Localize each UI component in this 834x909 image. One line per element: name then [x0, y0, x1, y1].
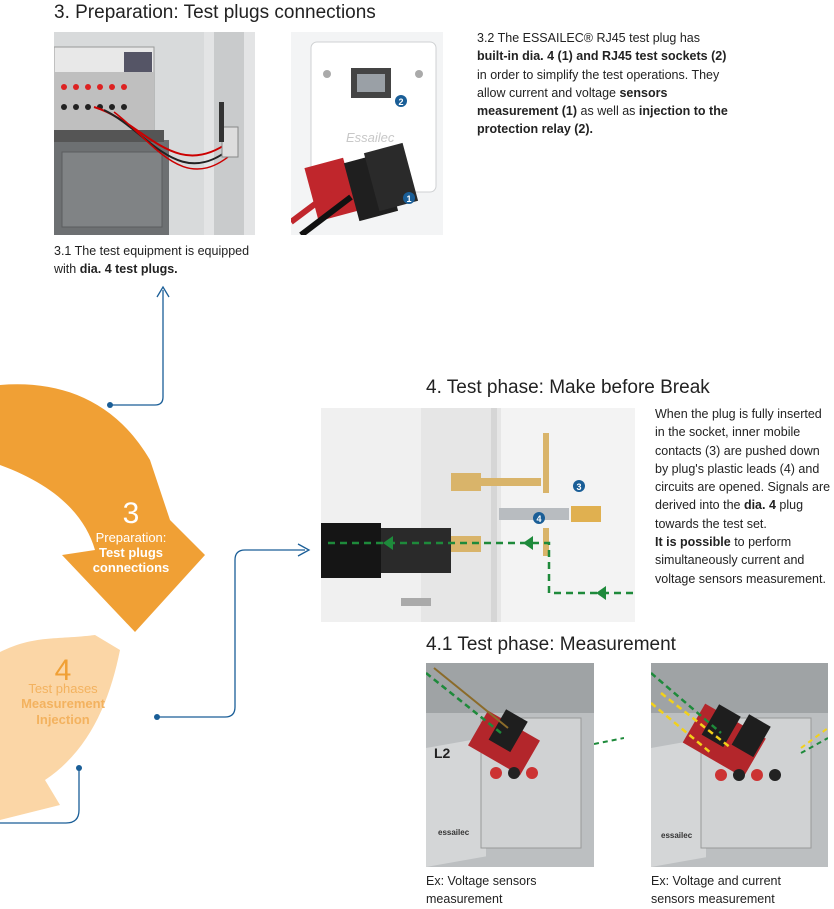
connector-step3 — [110, 290, 164, 406]
marker-2: 2 — [398, 97, 403, 107]
section-4-title: 4. Test phase: Make before Break — [426, 377, 710, 398]
step4-line3: Injection — [36, 712, 90, 727]
label-l2-left: L2 — [434, 745, 451, 761]
caption-left: Ex: Voltage sensors measurement — [426, 872, 536, 908]
rj45-test-plug-photo: Essailec 2 1 — [291, 32, 443, 235]
make-before-break-illustration: 3 4 — [321, 408, 635, 622]
text-4-l4: by plug's plastic leads (4) and — [655, 461, 820, 476]
text-4-l6-bold: dia. 4 — [743, 498, 776, 513]
text-4: When the plug is fully inserted in the s… — [655, 405, 834, 588]
text-4-l6-pre: derived into the — [655, 498, 744, 513]
brand-right: essailec — [661, 831, 693, 840]
step4-line1: Test phases — [28, 681, 98, 696]
brand-left: essailec — [438, 828, 470, 837]
caption-right-l2: sensors measurement — [651, 892, 775, 906]
essailec-brand-text: Essailec — [346, 130, 395, 145]
section-3-title: 3. Preparation: Test plugs connections — [54, 2, 376, 23]
test-equipment-photo — [54, 32, 255, 235]
text-4-l6-post: plug — [775, 498, 804, 513]
text-3-2-l4-pre: allow current and voltage — [477, 85, 620, 100]
marker-4: 4 — [536, 514, 541, 524]
make-before-break-photo: 3 4 — [321, 408, 635, 622]
text-3-2-l5-mid: as well as — [577, 104, 639, 119]
text-4-l5: circuits are opened. Signals are — [655, 480, 831, 495]
cycle-diagram: 3 Preparation: Test plugs connections 4 … — [0, 285, 311, 824]
text-3-2-l2: built-in dia. 4 (1) and RJ45 test socket… — [477, 49, 727, 64]
text-4-l2: in the socket, inner mobile — [655, 425, 801, 440]
text-4-l7: towards the test set. — [655, 516, 767, 531]
text-4-l8-bold: It is possible — [655, 535, 731, 550]
caption-left-l2: measurement — [426, 892, 503, 906]
section-4-1-title: 4.1 Test phase: Measurement — [426, 634, 676, 655]
text-4-l10: voltage sensors measurement. — [655, 571, 826, 586]
caption-left-l1: Ex: Voltage sensors — [426, 874, 537, 888]
text-3-2-l3: in order to simplify the test operations… — [477, 67, 720, 82]
text-3-2-l6: protection relay (2). — [477, 122, 593, 137]
test-equipment-illustration — [54, 32, 255, 235]
connector-step4-bottom — [0, 768, 80, 824]
rj45-plug-illustration: Essailec 2 1 — [291, 32, 443, 235]
caption-right-l1: Ex: Voltage and current — [651, 874, 781, 888]
caption-right: Ex: Voltage and current sensors measurem… — [651, 872, 781, 908]
step3-number: 3 — [123, 497, 140, 530]
cycle-wedge-4 — [0, 635, 120, 820]
caption-3-1-line2: with dia. 4 test plugs. — [54, 260, 274, 278]
caption-3-1-line2-pre: with — [54, 262, 80, 276]
step4-number: 4 — [55, 654, 72, 687]
voltage-current-illustration: essailec — [651, 663, 828, 867]
caption-3-1-line2-bold: dia. 4 test plugs. — [79, 262, 178, 276]
voltage-measurement-illustration: L2 essailec — [426, 663, 594, 867]
cycle-wedge-3 — [0, 384, 205, 632]
marker-3: 3 — [576, 482, 581, 492]
text-3-2: 3.2 The ESSAILEC® RJ45 test plug has bui… — [477, 29, 777, 139]
caption-3-1-line1: 3.1 The test equipment is equipped — [54, 244, 250, 258]
text-4-l1: When the plug is fully inserted — [655, 407, 822, 421]
text-3-2-l5-b2: injection to the — [638, 104, 728, 119]
text-4-l9: simultaneously current and — [655, 553, 805, 568]
step3-line1: Preparation: — [96, 530, 167, 545]
text-3-2-l1: 3.2 The ESSAILEC® RJ45 test plug has — [477, 31, 700, 45]
text-4-l3: contacts (3) are pushed down — [655, 443, 820, 458]
step3-line3: connections — [93, 560, 170, 575]
text-3-2-l5-b1: measurement (1) — [477, 104, 578, 119]
text-3-2-l4-bold: sensors — [619, 85, 668, 100]
caption-3-1: 3.1 The test equipment is equipped with … — [54, 242, 274, 278]
step3-line2: Test plugs — [99, 545, 163, 560]
connector-step4 — [157, 549, 305, 718]
step4-line2: Measurement — [21, 696, 105, 711]
marker-1: 1 — [406, 194, 411, 204]
voltage-measurement-photo: L2 essailec — [426, 663, 594, 867]
green-link-left — [594, 737, 624, 745]
voltage-current-measurement-photo: essailec — [651, 663, 828, 867]
text-4-l8-post: to perform — [730, 535, 792, 550]
